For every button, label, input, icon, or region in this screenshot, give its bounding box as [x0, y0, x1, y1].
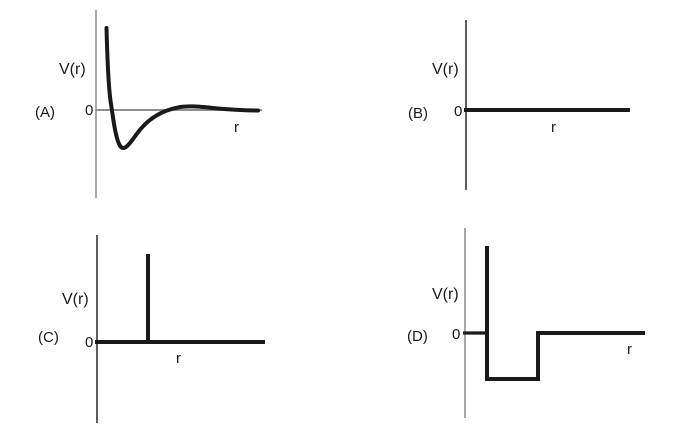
panel-b-label: (B) [408, 105, 428, 122]
panel-c-label: (C) [38, 329, 59, 346]
panel-b-zero-label: 0 [454, 103, 463, 120]
panel-d-x-axis-label: r [627, 341, 632, 358]
panel-a-label: (A) [35, 104, 55, 121]
panel-a-x-axis-label: r [234, 119, 239, 136]
panel-c: (C) V(r) 0 r [0, 218, 343, 436]
panel-b-plot [464, 20, 630, 190]
panel-c-x-axis-label: r [176, 350, 181, 367]
panel-a-y-axis-label: V(r) [59, 61, 86, 78]
panel-a-zero-label: 0 [85, 102, 94, 119]
lennard-jones-curve [104, 26, 260, 150]
panel-c-y-axis-label: V(r) [62, 291, 89, 308]
panel-b-y-axis-label: V(r) [432, 61, 459, 78]
panel-d-zero-label: 0 [452, 326, 461, 343]
panel-d-plot [463, 228, 645, 418]
panel-b: (B) V(r) 0 r [344, 0, 687, 218]
panel-a-plot [95, 10, 262, 198]
panel-d-y-axis-label: V(r) [432, 286, 459, 303]
panel-c-plot [95, 235, 265, 423]
panel-d-label: (D) [407, 328, 428, 345]
panel-a: (A) V(r) 0 r [0, 0, 343, 218]
panel-d: (D) V(r) 0 r [344, 218, 687, 436]
panel-b-x-axis-label: r [551, 119, 556, 136]
square-well-potential-path [485, 246, 645, 381]
panel-c-zero-label: 0 [85, 334, 94, 351]
